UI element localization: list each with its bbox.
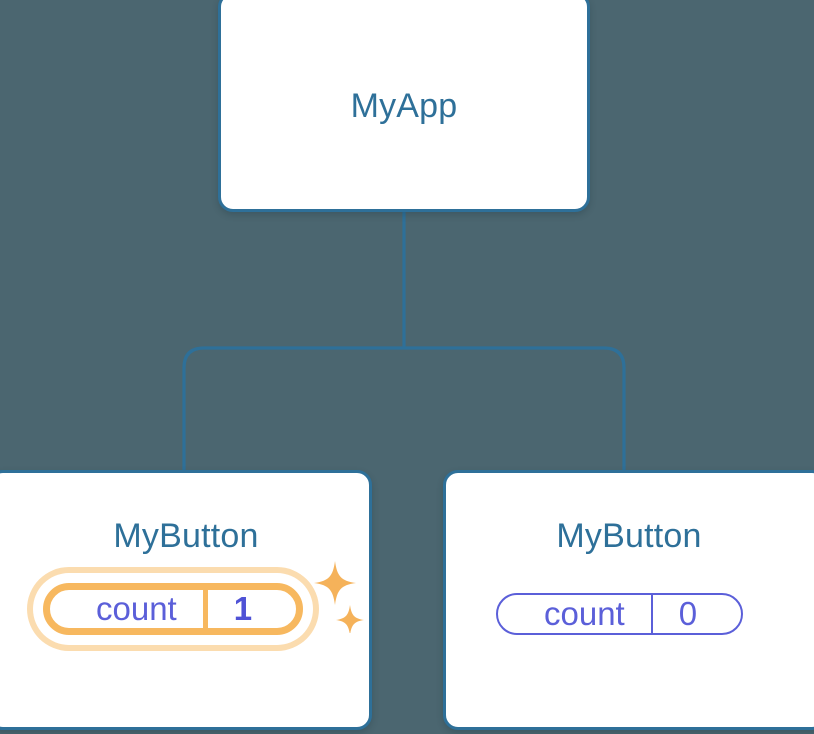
node-mybutton-right-title: MyButton — [556, 517, 702, 555]
node-myapp[interactable]: MyApp — [218, 0, 590, 212]
node-myapp-title: MyApp — [350, 87, 458, 125]
state-value-left: 1 — [202, 590, 296, 628]
sparkle-icon — [314, 561, 356, 605]
sparkle-icon — [336, 605, 364, 633]
state-key-left: count — [96, 590, 177, 627]
edge-root-to-left-child — [182, 346, 404, 474]
state-key-right: count — [544, 595, 625, 632]
sparkles-group — [314, 561, 364, 633]
node-mybutton-right[interactable]: MyButton count 0 — [443, 470, 814, 730]
node-mybutton-left-title: MyButton — [113, 517, 259, 555]
edge-root-to-right-child — [404, 346, 626, 474]
state-pill-left[interactable]: count 1 — [27, 567, 320, 651]
state-value-right: 0 — [650, 595, 741, 633]
state-pill-right[interactable]: count 0 — [496, 593, 744, 635]
state-pill-highlighted[interactable]: count 1 — [43, 583, 304, 635]
node-mybutton-left[interactable]: MyButton count 1 — [0, 470, 372, 730]
state-pill-plain[interactable]: count 0 — [496, 593, 744, 635]
